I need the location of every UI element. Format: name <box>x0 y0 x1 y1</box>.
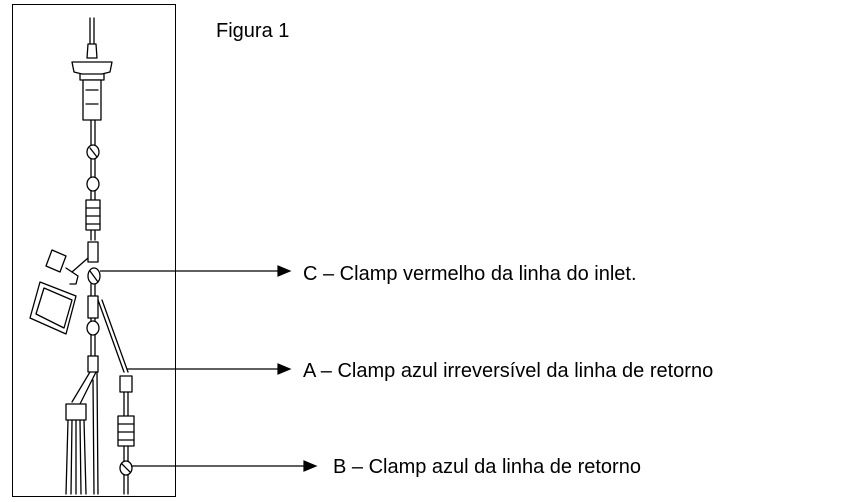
winged-holder <box>71 61 113 121</box>
y-junction <box>87 241 99 263</box>
lower-tubes <box>65 355 99 495</box>
needle-spike <box>86 17 98 59</box>
sample-bag <box>29 249 89 335</box>
pointer-b-arrowhead <box>303 460 318 472</box>
label-return-clamp-a: A – Clamp azul irreversível da linha de … <box>303 360 714 382</box>
illustration-frame <box>12 4 176 497</box>
inlet-clamp-c <box>87 267 101 285</box>
upper-clamp <box>86 144 100 160</box>
label-return-clamp-b: B – Clamp azul da linha de retorno <box>333 456 641 478</box>
pointer-a-arrowhead <box>277 363 292 375</box>
label-inlet-clamp-c: C – Clamp vermelho da linha do inlet. <box>303 263 637 285</box>
figure-title: Figura 1 <box>216 20 290 42</box>
return-clamp-b <box>119 460 133 476</box>
pointer-c-arrowhead <box>277 265 292 277</box>
connector <box>85 176 101 231</box>
return-line-branch <box>97 299 135 495</box>
